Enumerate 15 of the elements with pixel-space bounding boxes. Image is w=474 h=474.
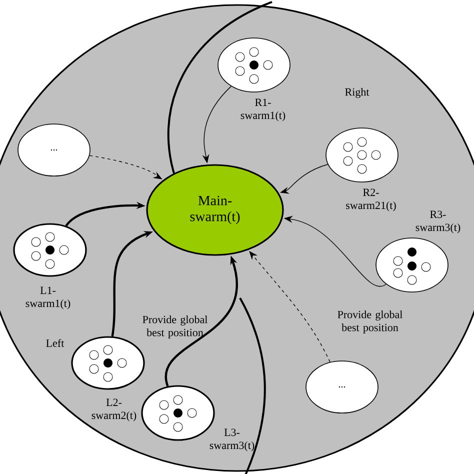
region-label: Provide global best position (142, 316, 208, 338)
swarm-label: R1- swarm1(t) (240, 98, 286, 122)
swarm-ellipse (326, 128, 398, 182)
swarm-ellipse (13, 223, 87, 277)
swarm-label: L1- swarm1(t) (26, 286, 70, 310)
swarm-label: R3- swarm3(t) (416, 210, 460, 234)
swarm-ellipse (141, 385, 215, 441)
region-label: Provide global best position (338, 310, 402, 334)
swarm-ellipse (218, 38, 290, 92)
swarm-ellipse (376, 238, 448, 292)
region-label: Right (345, 88, 370, 98)
swarm-label: L2- swarm2(t) (92, 398, 136, 422)
swarm-ellipse (71, 336, 145, 390)
swarm-label: L3- swarm3(t) (210, 428, 254, 452)
swarm-label: R2- swarm21(t) (346, 188, 396, 212)
